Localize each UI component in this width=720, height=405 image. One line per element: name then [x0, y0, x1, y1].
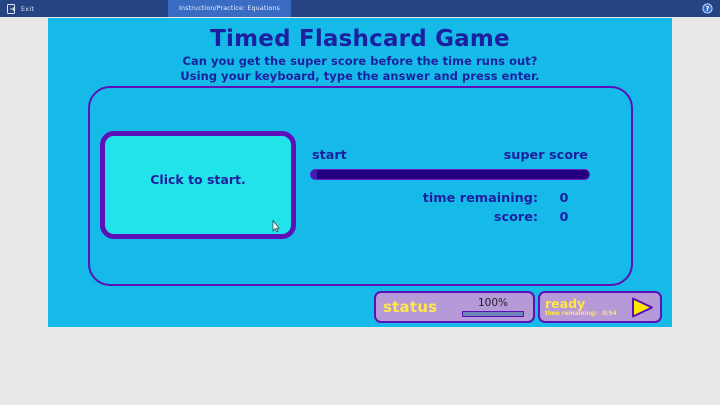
stat-row-time-remaining: time remaining: 0: [310, 191, 590, 206]
play-button[interactable]: [629, 296, 655, 318]
status-label: status: [383, 298, 438, 316]
exit-label: Exit: [21, 4, 35, 13]
progress-bar-labels: start super score: [310, 148, 590, 163]
percent-text: 100%: [477, 297, 509, 309]
play-triangle-icon: [630, 297, 654, 318]
exit-button[interactable]: Exit: [7, 0, 34, 17]
mouse-cursor: [272, 220, 280, 232]
click-to-start-card[interactable]: Click to start.: [100, 131, 296, 239]
subtitle-line-1: Can you get the super score before the t…: [182, 54, 538, 68]
ready-state-label: ready: [545, 295, 586, 311]
exit-icon: [7, 3, 17, 14]
percent-progress-fill: [463, 312, 523, 316]
percent-progress-bar: [462, 311, 524, 317]
time-remaining-label: time remaining:: [422, 191, 538, 206]
tab-strip: Instruction/Practice: Equations: [168, 0, 291, 17]
time-remaining-value: 0: [559, 191, 569, 206]
percent-block: 100%: [460, 297, 526, 317]
play-area-frame: [88, 86, 633, 286]
status-bar: status 100% ready time remaining: 0:54: [374, 291, 662, 323]
subtitle-line-2: Using your keyboard, type the answer and…: [180, 69, 540, 83]
ready-block: ready time remaining: 0:54: [545, 297, 617, 317]
score-label: score:: [493, 210, 538, 225]
help-circle-icon[interactable]: ?: [702, 3, 713, 14]
ready-time-remaining: time remaining: 0:54: [545, 311, 617, 317]
tab-instruction-practice-equations[interactable]: Instruction/Practice: Equations: [168, 0, 291, 17]
page-title: Timed Flashcard Game: [210, 26, 510, 52]
stat-row-score: score: 0: [310, 210, 590, 225]
stat-rows: time remaining: 0 score: 0: [310, 191, 590, 225]
score-progress-fill: [311, 170, 317, 179]
score-panel: start super score time remaining: 0 scor…: [310, 148, 590, 229]
progress-start-label: start: [312, 148, 347, 163]
score-value: 0: [559, 210, 569, 225]
ready-time-label: time remaining:: [545, 311, 598, 318]
status-panel: status 100%: [374, 291, 535, 323]
click-to-start-label: Click to start.: [150, 171, 246, 187]
activity-canvas: Timed Flashcard Game Can you get the sup…: [48, 18, 672, 327]
progress-super-score-label: super score: [503, 148, 588, 163]
ready-panel: ready time remaining: 0:54: [538, 291, 662, 323]
svg-text:?: ?: [706, 5, 710, 13]
score-progress-bar: [310, 169, 590, 180]
ready-time-value: 0:54: [602, 311, 617, 318]
application-top-bar: Exit Instruction/Practice: Equations ?: [0, 0, 720, 17]
